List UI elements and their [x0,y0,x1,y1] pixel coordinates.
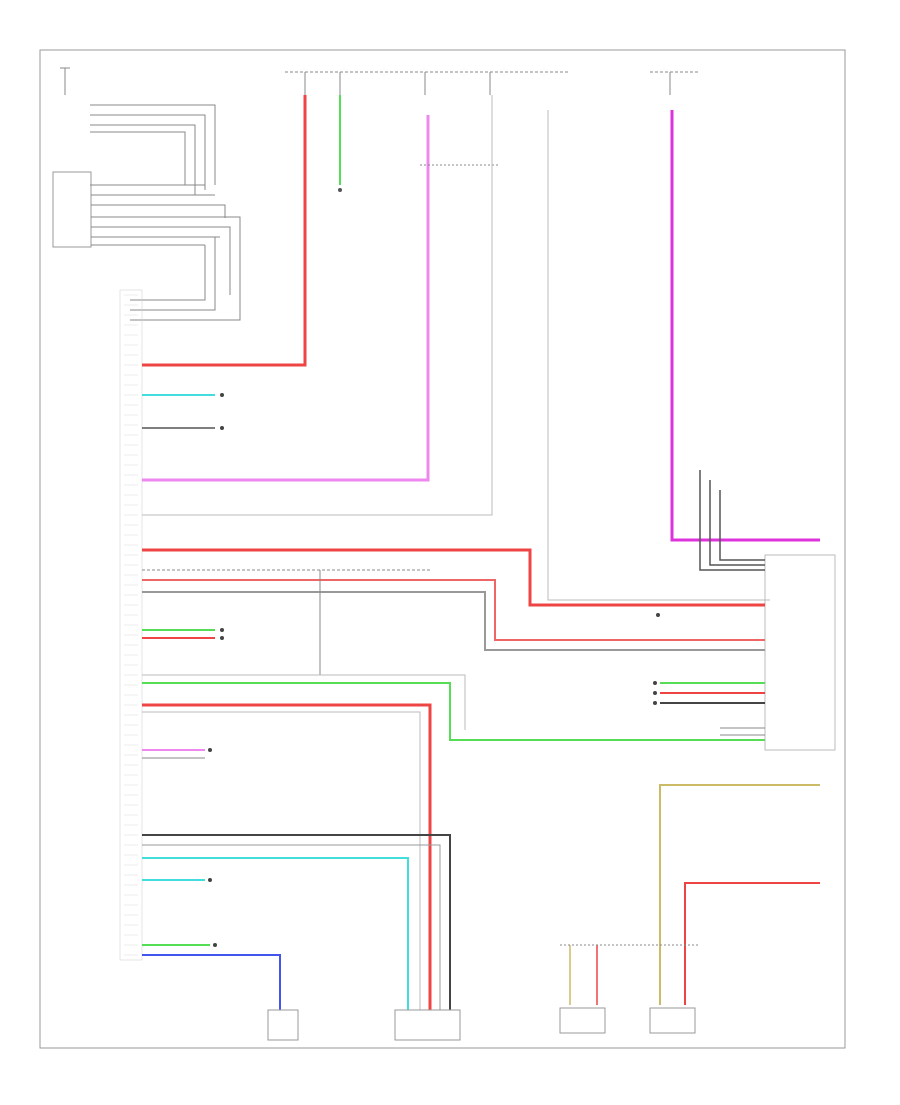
fuse-drops [304,72,671,95]
wire-gray-675 [142,674,466,730]
wire-red-lower [684,882,820,1005]
diagram-frame [39,49,846,1049]
wire-dark-bottom [142,834,451,1010]
ground-terminal [338,188,342,192]
wire-red-1 [142,548,765,607]
right-unit-upper-wires [699,470,765,571]
left-module-box [52,171,92,248]
antenna-section [60,67,216,195]
wire-magenta-right [670,110,820,542]
wire-gray-550 [547,110,770,601]
wire-red-battery [142,703,432,1010]
wire-tan [659,784,820,1005]
wire-red-power-top [142,95,307,367]
pin-rows [124,294,138,956]
wire-red-2 [142,579,765,641]
main-unit-pins [119,289,143,961]
bottom-connector-4 [649,1007,696,1034]
wire-gray-battery [142,711,421,1010]
wire-green-long [142,682,765,741]
wire-blue-bottom [142,954,281,1010]
bottom-connector-3 [559,1007,606,1034]
wire-magenta-main [142,115,430,482]
wire-gray-bottom [142,844,441,1010]
wire-gray-pair [142,591,765,651]
wire-cyan-bottom [142,857,409,1010]
bottom-connector-1 [267,1009,299,1041]
left-module-wires [91,184,241,321]
bottom-connector-2 [394,1009,461,1041]
terminal-dots [208,393,660,947]
wire-gray-490 [142,95,493,516]
right-unit-box [764,554,836,751]
